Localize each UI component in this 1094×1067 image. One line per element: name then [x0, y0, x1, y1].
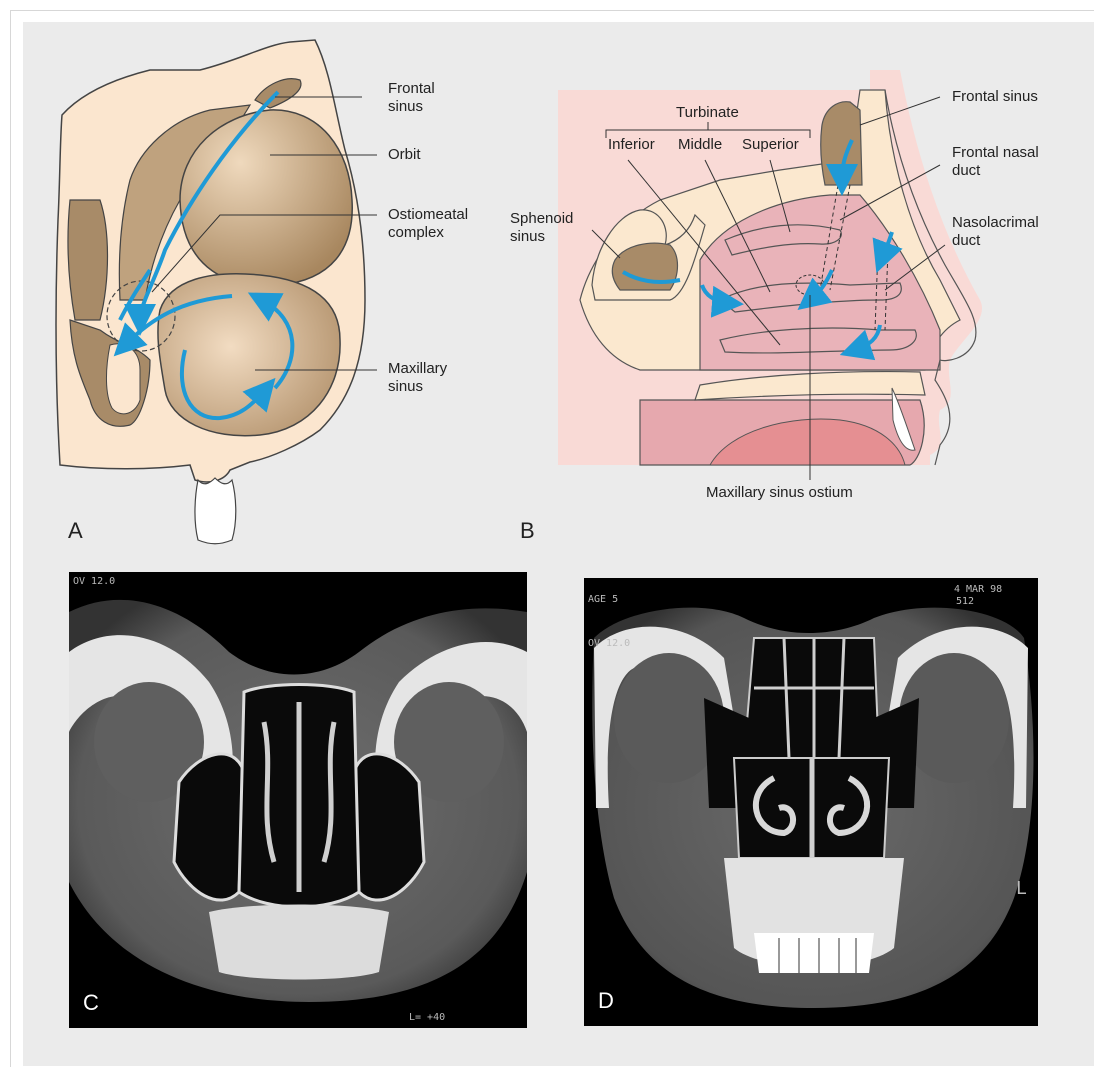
panel-b-diagram: [520, 0, 1094, 560]
panel-c-ct-image: [69, 572, 527, 1028]
label-frontal-nasal-duct: Frontal nasal duct: [952, 144, 1039, 180]
panel-a-meatus: [106, 344, 140, 414]
panel-d-ethmoid: [744, 638, 879, 758]
label-inferior: Inferior: [608, 136, 655, 154]
label-turbinate: Turbinate: [676, 104, 739, 122]
label-orbit: Orbit: [388, 146, 421, 164]
panel-c-ct-scan: OV 12.0 L= +40 C: [69, 572, 527, 1028]
panel-a-diagram: [0, 0, 520, 560]
label-frontal-sinus-b: Frontal sinus: [952, 88, 1038, 106]
panel-d-num-text: 512: [956, 596, 974, 607]
panel-a-tooth: [195, 478, 236, 544]
panel-c-maxillary-right: [354, 754, 424, 900]
panel-c-palate: [209, 905, 389, 980]
label-middle: Middle: [678, 136, 722, 154]
panel-d-date-text: 4 MAR 98: [954, 584, 1002, 595]
panel-d-fov-text: OV 12.0: [588, 638, 630, 649]
panel-d-side-text: L: [1016, 878, 1027, 899]
panel-a-lateral-wall: [68, 200, 108, 320]
panel-c-l-text: L= +40: [409, 1012, 445, 1023]
panel-d-letter: D: [598, 988, 614, 1014]
panel-a: Frontal sinus Orbit Ostiomeatal complex …: [0, 0, 520, 560]
panel-d-age-text: AGE 5: [588, 594, 618, 605]
label-ostiomeatal-complex: Ostiomeatal complex: [388, 206, 468, 242]
label-sphenoid-sinus: Sphenoid sinus: [510, 210, 573, 246]
panel-d-ct-scan: AGE 5 OV 12.0 4 MAR 98 512 L D: [584, 578, 1038, 1026]
label-maxillary-sinus-ostium: Maxillary sinus ostium: [706, 484, 853, 502]
panel-c-fov-text: OV 12.0: [73, 576, 115, 587]
label-superior: Superior: [742, 136, 799, 154]
label-frontal-sinus-a: Frontal sinus: [388, 80, 435, 116]
label-maxillary-sinus: Maxillary sinus: [388, 360, 447, 396]
label-nasolacrimal-duct: Nasolacrimal duct: [952, 214, 1039, 250]
panel-b-letter: B: [520, 518, 535, 544]
panel-c-letter: C: [83, 990, 99, 1016]
panel-c-maxillary-left: [174, 754, 244, 900]
panel-a-letter: A: [68, 518, 83, 544]
panel-d-ct-image: [584, 578, 1038, 1026]
panel-b: Turbinate Inferior Middle Superior Front…: [520, 0, 1094, 560]
